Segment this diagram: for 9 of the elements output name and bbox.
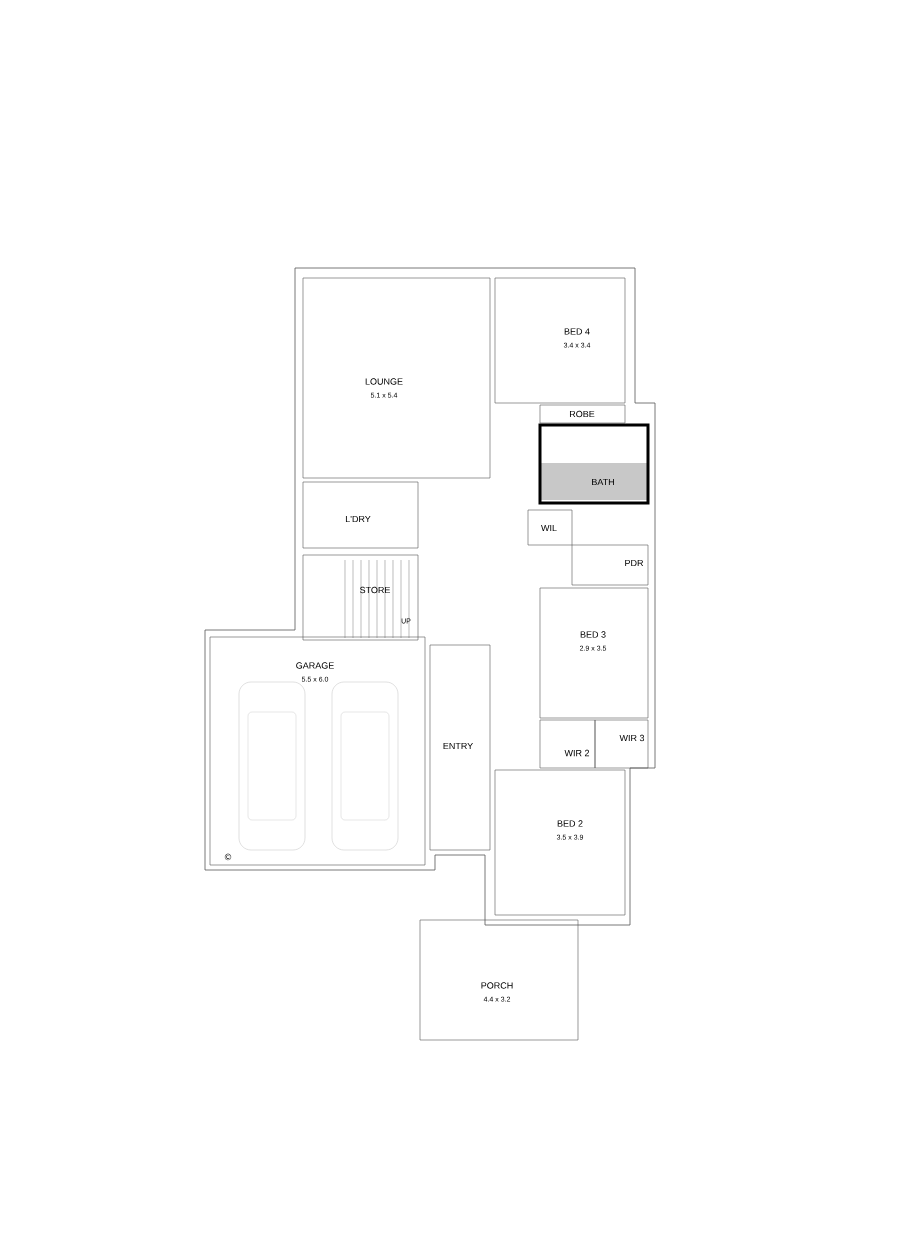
- room: WIL: [527, 509, 573, 546]
- meter-symbol: ©: [224, 853, 232, 861]
- room: BATH: [538, 423, 650, 505]
- room: WIR 3: [594, 719, 649, 769]
- room: ROBE: [539, 404, 626, 424]
- room: ENTRY: [429, 644, 491, 851]
- room: L'DRY: [302, 481, 419, 549]
- room: PDR: [571, 544, 649, 586]
- room: WIR 2: [539, 719, 596, 769]
